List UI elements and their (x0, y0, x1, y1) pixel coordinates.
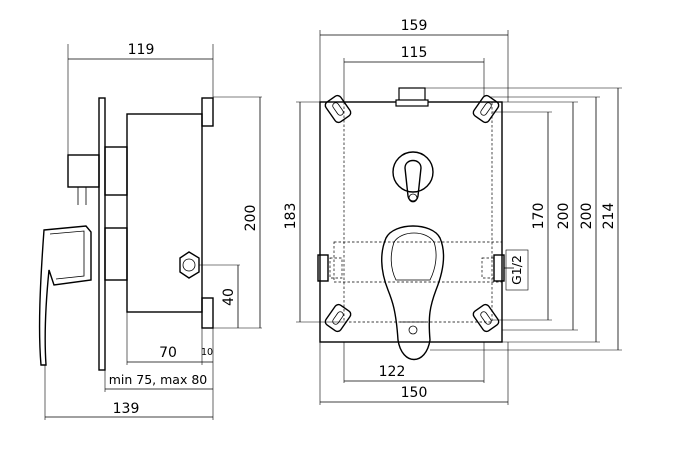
side-box-body (126, 113, 203, 313)
side-view: 119 200 40 70 10 min 75, max 80 139 (38, 42, 262, 420)
dim-front-170: 170 (531, 203, 547, 230)
side-upper-connector (104, 146, 128, 196)
side-lever-handle (38, 225, 92, 366)
front-view: 159 115 183 170 200 200 214 G1/2 122 150 (283, 18, 622, 405)
dim-front-159: 159 (401, 18, 428, 34)
dim-front-214: 214 (601, 203, 617, 230)
side-diverter-knob (67, 154, 100, 188)
front-lever-handle (381, 225, 445, 360)
dim-front-150: 150 (401, 385, 428, 401)
side-hex-nut (179, 251, 200, 279)
side-top-boss (201, 97, 214, 127)
dim-front-thread: G1/2 (509, 255, 524, 285)
dim-side-119: 119 (128, 42, 155, 58)
dim-side-139: 139 (113, 401, 140, 417)
dim-front-115: 115 (401, 45, 428, 61)
front-hidden-box (343, 101, 493, 323)
dim-front-183: 183 (283, 203, 299, 230)
dim-side-40: 40 (221, 288, 237, 306)
front-left-outlet (317, 254, 329, 282)
dim-front-200a: 200 (556, 203, 572, 230)
front-diverter-knob (392, 151, 434, 203)
side-cover-plate (98, 97, 106, 371)
dim-front-122: 122 (379, 364, 406, 380)
side-lower-connector (104, 227, 128, 281)
dim-side-10: 10 (201, 347, 213, 358)
front-mounting-lugs (324, 94, 500, 333)
dim-side-70: 70 (159, 345, 177, 361)
dim-side-200: 200 (243, 205, 259, 232)
front-cover-plate (319, 101, 503, 343)
dim-side-depth-range: min 75, max 80 (109, 372, 208, 387)
dim-front-200b: 200 (579, 203, 595, 230)
side-bottom-boss (201, 297, 214, 329)
